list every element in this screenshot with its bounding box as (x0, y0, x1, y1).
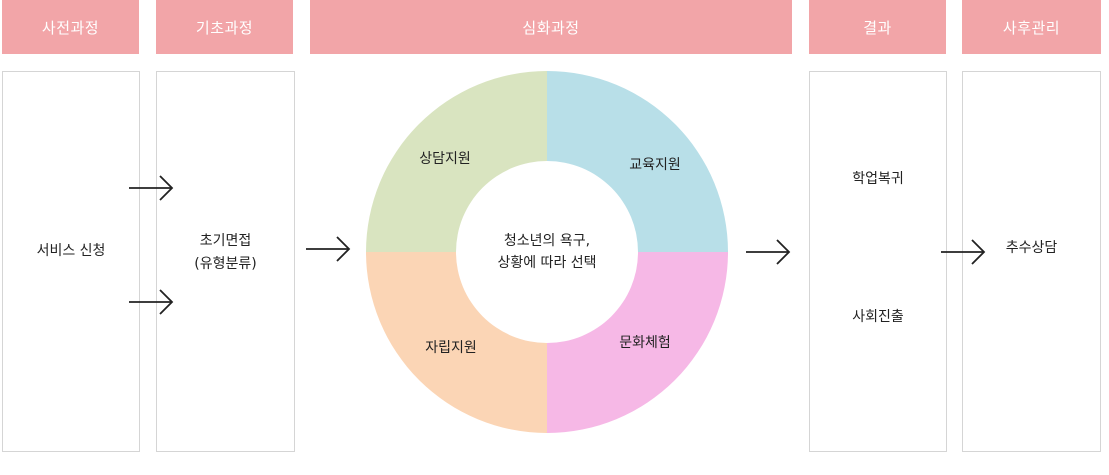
support-ring-chart (366, 71, 728, 433)
result-box: 학업복귀 사회진출 (809, 71, 947, 452)
result-item-social-entry: 사회진출 (852, 309, 904, 325)
ring-center-line1: 청소년의 욕구, (503, 233, 591, 249)
segment-independence (366, 252, 547, 433)
follow-up-counseling-label: 추수상담 (1005, 240, 1058, 256)
segment-label-education: 교육지원 (629, 157, 681, 173)
arrow-right-icon (745, 238, 791, 266)
header-aftercare: 사후관리 (962, 0, 1101, 54)
segment-culture (547, 252, 728, 433)
ring-center-line2: 상황에 따라 선택 (497, 255, 597, 271)
segment-label-counseling: 상담지원 (419, 151, 471, 167)
aftercare-box: 추수상담 (962, 71, 1101, 452)
arrow-right-icon (940, 238, 986, 266)
support-ring (366, 71, 728, 433)
header-advanced-process: 심화과정 (310, 0, 792, 54)
segment-label-independence: 자립지원 (425, 340, 477, 356)
pre-process-box: 서비스 신청 (2, 71, 140, 452)
header-pre-process: 사전과정 (2, 0, 139, 54)
segment-counseling (366, 71, 547, 252)
result-item-school-return: 학업복귀 (852, 171, 904, 187)
segment-education (547, 71, 728, 252)
arrow-right-icon (128, 174, 174, 202)
type-classification-label: (유형분류) (194, 256, 257, 272)
initial-interview-label: 초기면접 (199, 233, 252, 249)
header-result: 결과 (809, 0, 946, 54)
basic-process-box: 초기면접 (유형분류) (156, 71, 295, 452)
service-application-label: 서비스 신청 (36, 243, 106, 259)
ring-center-text: 청소년의 욕구, 상황에 따라 선택 (466, 230, 628, 274)
segment-label-culture: 문화체험 (619, 335, 671, 351)
arrow-right-icon (305, 235, 351, 263)
header-basic-process: 기초과정 (156, 0, 293, 54)
arrow-right-icon (128, 288, 174, 316)
